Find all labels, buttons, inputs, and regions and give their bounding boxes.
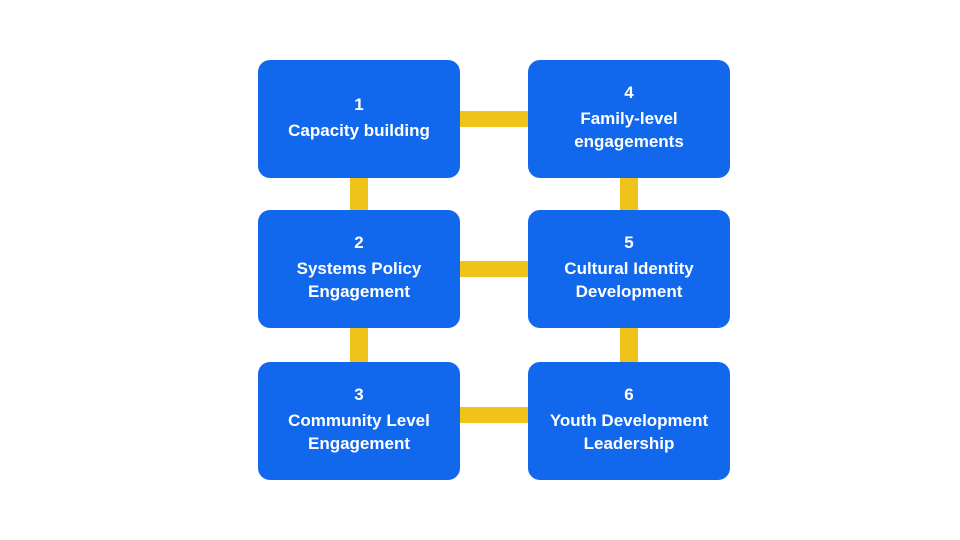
node-number: 2 — [354, 233, 364, 253]
node-number: 6 — [624, 385, 634, 405]
node-label: Systems Policy Engagement — [296, 259, 422, 301]
node-number: 3 — [354, 385, 364, 405]
node-2-systems-policy-engagement: 2 Systems Policy Engagement — [258, 210, 460, 328]
node-6-youth-development-leadership: 6 Youth Development Leadership — [528, 362, 730, 480]
node-label: Capacity building — [288, 120, 430, 140]
connector-5-6 — [620, 324, 638, 368]
node-number: 4 — [624, 83, 634, 103]
node-3-community-level-engagement: 3 Community Level Engagement — [258, 362, 460, 480]
connector-3-6 — [453, 407, 535, 423]
node-number: 1 — [354, 94, 364, 114]
node-label: Community Level Engagement — [288, 411, 430, 453]
connector-2-5 — [453, 261, 535, 277]
node-label: Cultural Identity Development — [564, 259, 694, 301]
node-label: Family-level engagements — [574, 109, 684, 151]
connector-1-4 — [453, 111, 535, 127]
node-label: Youth Development Leadership — [549, 411, 709, 453]
node-5-cultural-identity-development: 5 Cultural Identity Development — [528, 210, 730, 328]
node-1-capacity-building: 1 Capacity building — [258, 60, 460, 178]
connector-2-3 — [350, 324, 368, 368]
node-4-family-level-engagements: 4 Family-level engagements — [528, 60, 730, 178]
node-number: 5 — [624, 233, 634, 253]
connector-4-5 — [620, 170, 638, 214]
connector-1-2 — [350, 170, 368, 214]
